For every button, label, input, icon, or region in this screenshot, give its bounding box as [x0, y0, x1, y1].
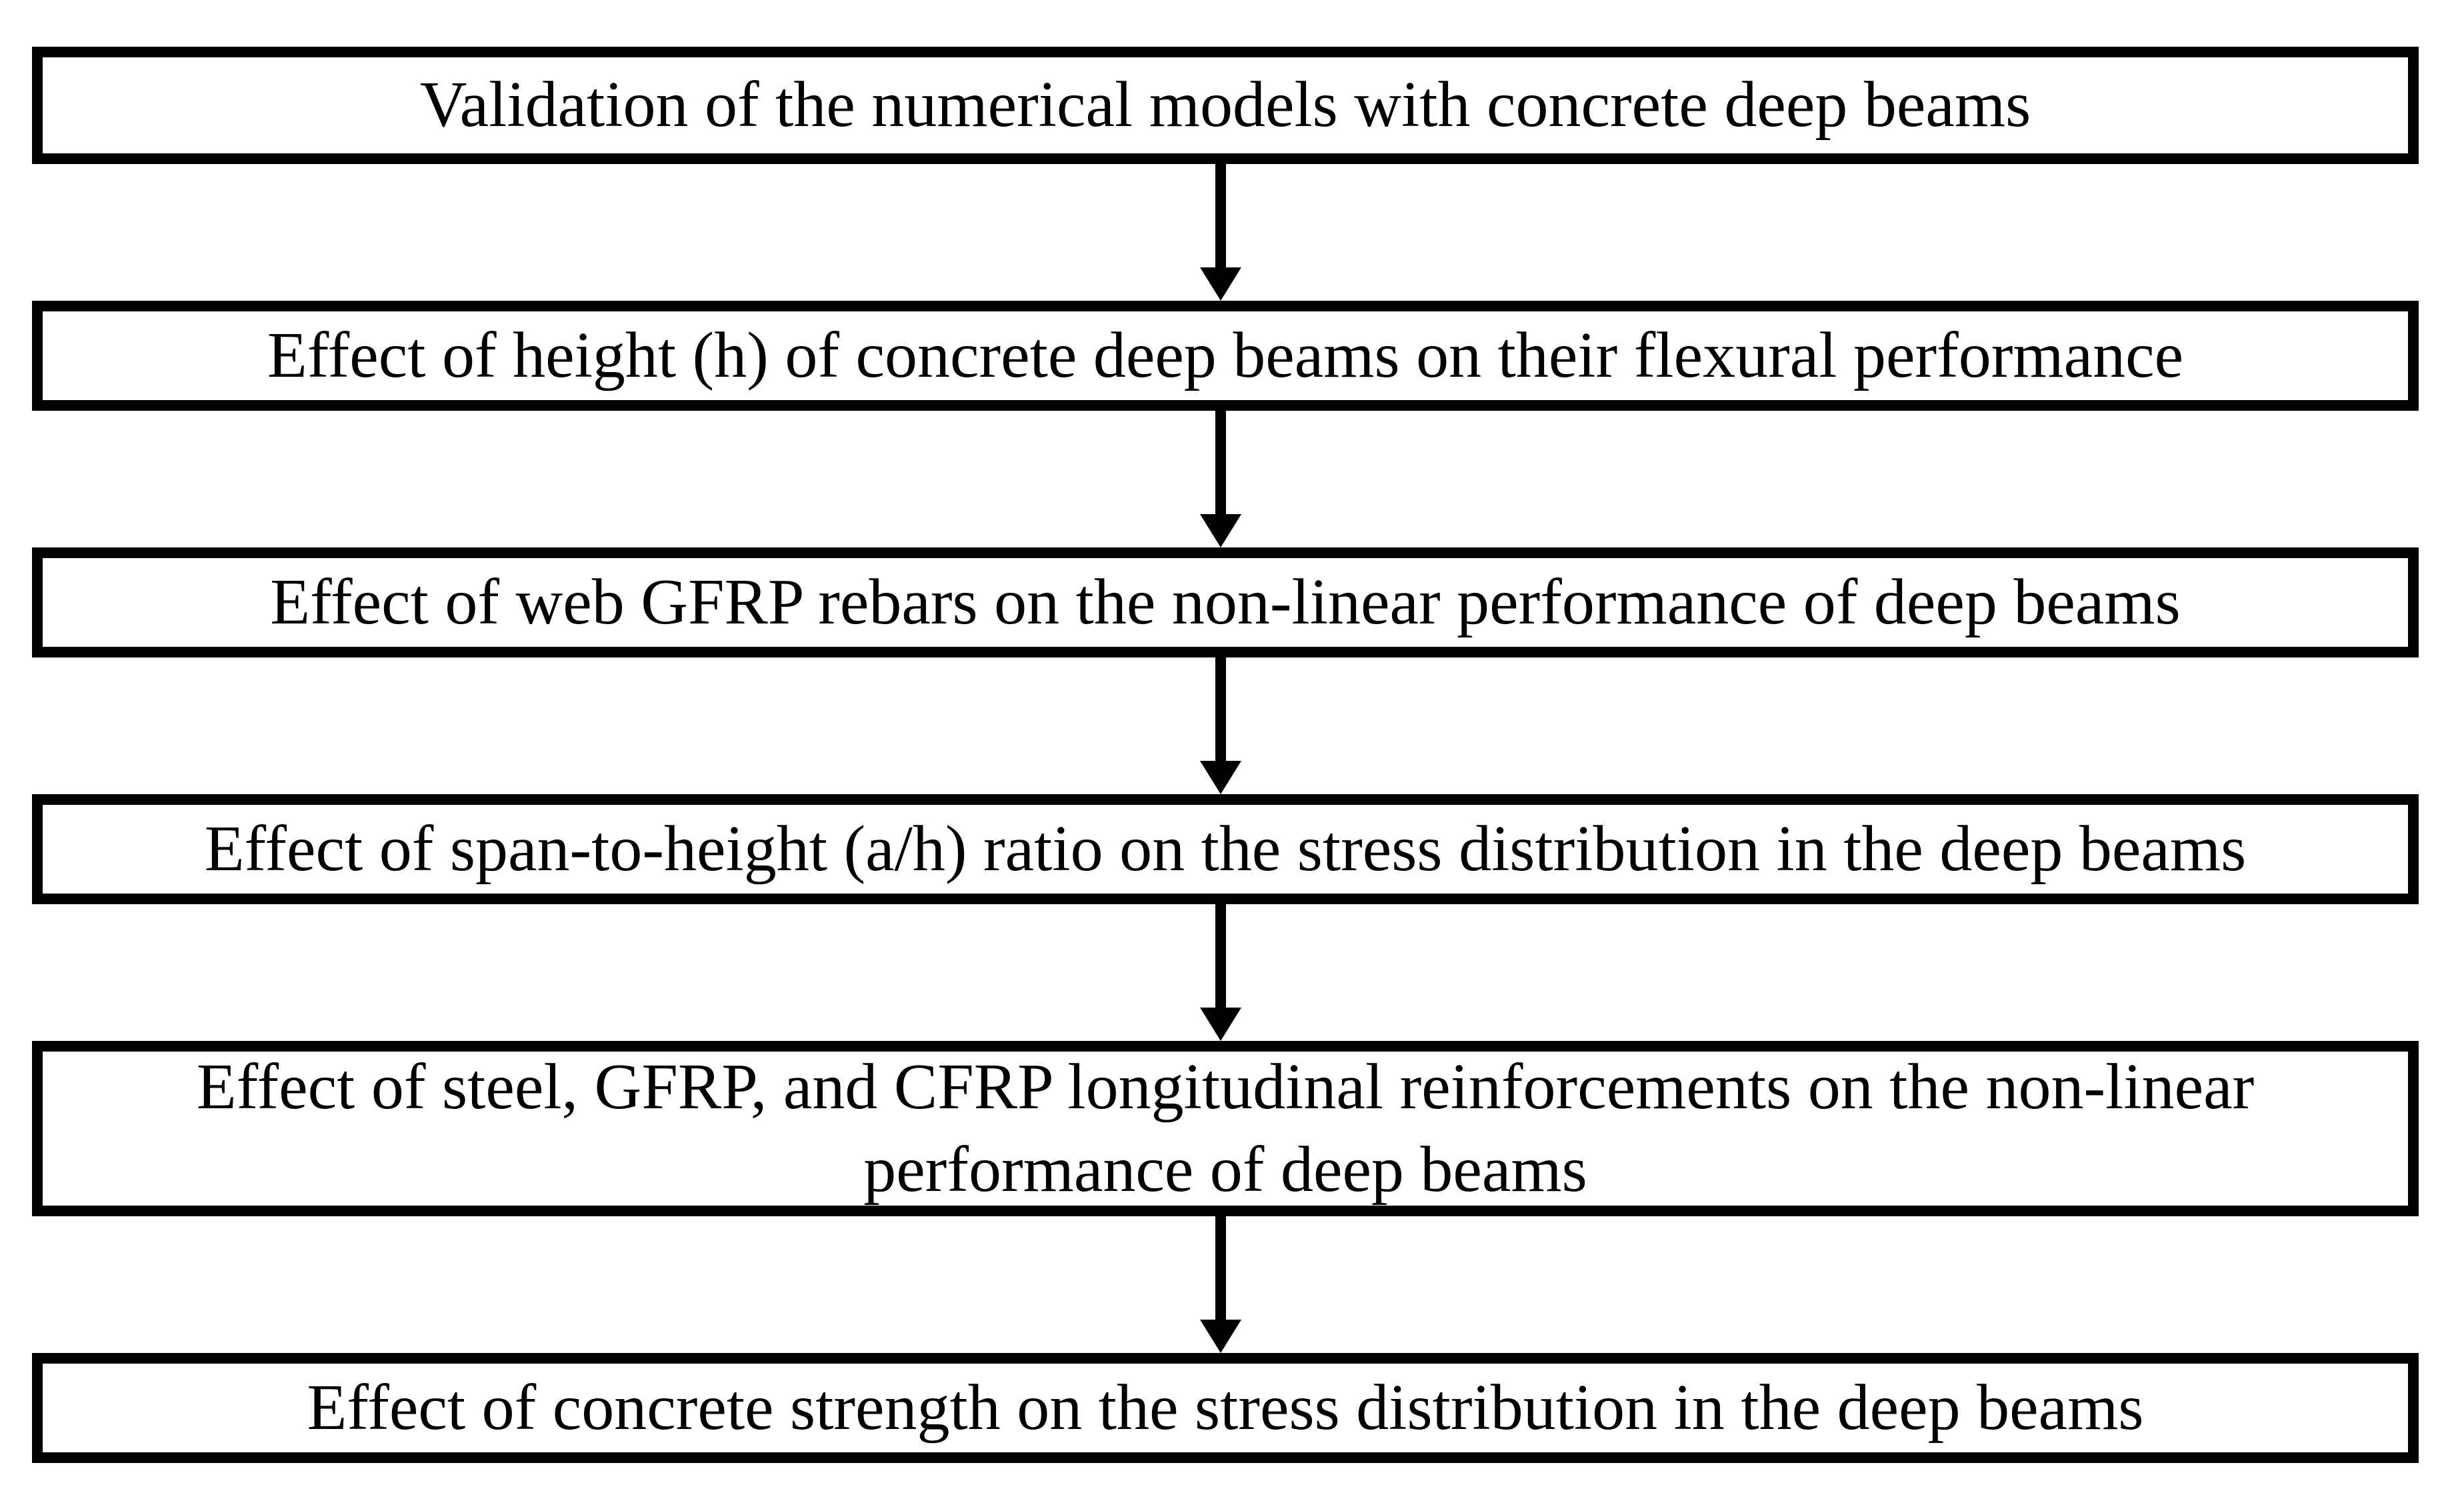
down-arrow-connector-2 [1200, 411, 1241, 547]
arrow-stem [1215, 1216, 1226, 1320]
flow-box-concrete-strength: Effect of concrete strength on the stres… [32, 1353, 2419, 1463]
flow-box-validation-label: Validation of the numerical models with … [419, 69, 2031, 141]
flow-box-web-gfrp-effect-label: Effect of web GFRP rebars on the non-lin… [270, 565, 2181, 638]
flow-box-span-to-height-ratio: Effect of span-to-height (a/h) ratio on … [32, 794, 2419, 904]
arrow-head-icon [1200, 1008, 1241, 1041]
arrow-stem [1215, 411, 1226, 514]
arrow-head-icon [1200, 267, 1241, 301]
flow-box-height-effect-label: Effect of height (h) of concrete deep be… [267, 319, 2184, 391]
flow-box-web-gfrp-effect: Effect of web GFRP rebars on the non-lin… [32, 547, 2419, 657]
flow-box-span-to-height-ratio-label: Effect of span-to-height (a/h) ratio on … [204, 812, 2247, 885]
flow-box-validation: Validation of the numerical models with … [32, 47, 2419, 164]
flow-box-longitudinal-reinforcement-label: Effect of steel, GFRP, and CFRP longitud… [196, 1051, 2255, 1206]
flow-box-height-effect: Effect of height (h) of concrete deep be… [32, 301, 2419, 411]
down-arrow-connector-5 [1200, 1216, 1241, 1353]
arrow-stem [1215, 657, 1226, 761]
down-arrow-connector-1 [1200, 164, 1241, 301]
down-arrow-connector-4 [1200, 904, 1241, 1041]
flow-box-longitudinal-reinforcement: Effect of steel, GFRP, and CFRP longitud… [32, 1041, 2419, 1216]
arrow-stem [1215, 164, 1226, 267]
arrow-head-icon [1200, 761, 1241, 794]
arrow-head-icon [1200, 1320, 1241, 1353]
down-arrow-connector-3 [1200, 657, 1241, 794]
arrow-head-icon [1200, 514, 1241, 547]
arrow-stem [1215, 904, 1226, 1008]
flow-box-concrete-strength-label: Effect of concrete strength on the stres… [307, 1371, 2144, 1444]
